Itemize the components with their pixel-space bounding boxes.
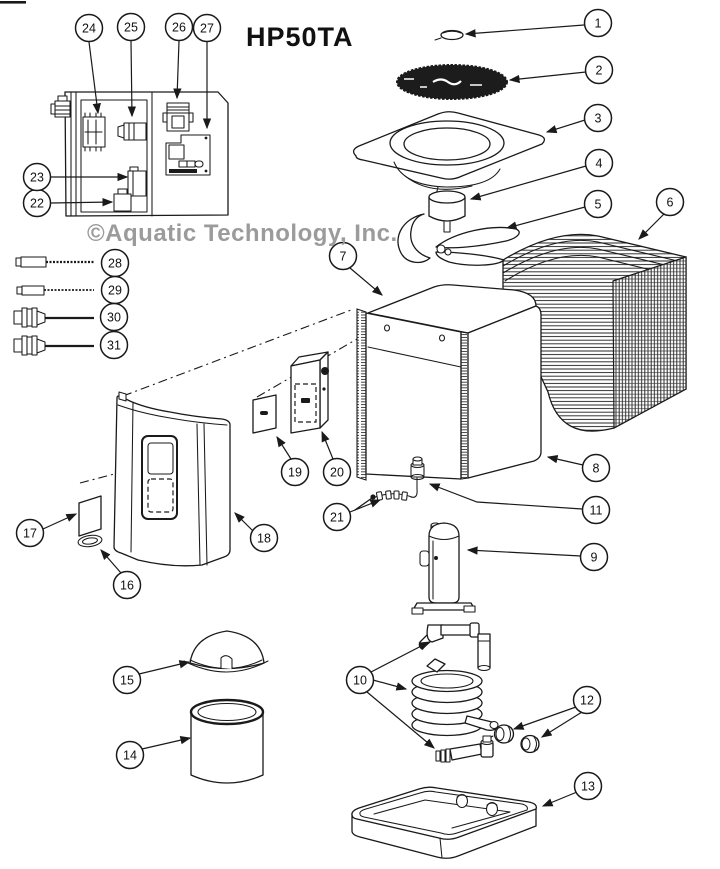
svg-text:14: 14 bbox=[123, 749, 137, 763]
svg-text:20: 20 bbox=[330, 466, 344, 480]
callout-28: 28 bbox=[100, 248, 130, 278]
svg-text:23: 23 bbox=[30, 171, 44, 185]
assembly-line-panel-to-cabinet bbox=[122, 309, 352, 397]
part-18-front-panel-drawing bbox=[113, 391, 231, 567]
callout-21: 21 bbox=[322, 502, 352, 532]
svg-text:18: 18 bbox=[257, 532, 271, 546]
model-title: HP50TA bbox=[246, 22, 354, 52]
svg-text:30: 30 bbox=[107, 311, 121, 325]
part-15-dome-cap-drawing bbox=[183, 630, 269, 673]
svg-text:27: 27 bbox=[200, 22, 214, 36]
svg-text:31: 31 bbox=[107, 339, 121, 353]
callout-14: 14 bbox=[115, 740, 145, 770]
callout-31: 31 bbox=[99, 330, 129, 360]
svg-text:13: 13 bbox=[581, 780, 595, 794]
part-20-control-box-drawing bbox=[290, 351, 329, 434]
svg-text:4: 4 bbox=[596, 157, 603, 171]
part-13-drain-pan-drawing bbox=[351, 786, 537, 859]
svg-text:25: 25 bbox=[124, 21, 138, 35]
callout-10: 10 bbox=[345, 665, 375, 695]
part-16-gasket-drawing bbox=[77, 534, 103, 548]
svg-text:10: 10 bbox=[353, 674, 367, 688]
svg-text:1: 1 bbox=[595, 17, 602, 31]
callout-27: 27 bbox=[192, 13, 222, 43]
callout-18: 18 bbox=[249, 523, 279, 553]
svg-text:22: 22 bbox=[30, 197, 44, 211]
svg-text:29: 29 bbox=[108, 284, 122, 298]
callout-22: 22 bbox=[22, 188, 52, 218]
part-14-canister-drawing bbox=[189, 698, 265, 784]
svg-text:9: 9 bbox=[591, 551, 598, 565]
callout-13: 13 bbox=[573, 771, 603, 801]
svg-text:24: 24 bbox=[82, 22, 96, 36]
svg-text:3: 3 bbox=[595, 112, 602, 126]
callout-17: 17 bbox=[15, 518, 45, 548]
callout-6: 6 bbox=[655, 187, 685, 217]
part-10-heat-exchanger-drawing bbox=[411, 622, 499, 763]
part-19-display-plate-drawing bbox=[252, 394, 277, 434]
part-12-union-fittings-drawing bbox=[493, 724, 540, 754]
callout-arrows bbox=[42, 24, 665, 807]
watermark-text: ©Aquatic Technology, Inc. bbox=[87, 220, 398, 247]
scan-artifact bbox=[0, 1, 26, 4]
callout-20: 20 bbox=[322, 457, 352, 487]
svg-text:8: 8 bbox=[593, 462, 600, 476]
svg-text:26: 26 bbox=[172, 21, 186, 35]
callout-3: 3 bbox=[583, 103, 613, 133]
callout-23: 23 bbox=[22, 162, 52, 192]
svg-text:6: 6 bbox=[667, 196, 674, 210]
svg-text:11: 11 bbox=[590, 504, 603, 518]
part-11-filter-drier-drawing bbox=[410, 456, 425, 490]
callout-7: 7 bbox=[328, 241, 358, 271]
temperature-sensors-drawing bbox=[13, 256, 94, 356]
electrical-panel-drawing bbox=[50, 91, 229, 217]
callout-11: 11 bbox=[581, 495, 611, 525]
svg-text:28: 28 bbox=[108, 257, 122, 271]
callout-26: 26 bbox=[164, 12, 194, 42]
callout-15: 15 bbox=[112, 665, 142, 695]
svg-text:17: 17 bbox=[23, 527, 37, 541]
callout-19: 19 bbox=[280, 457, 310, 487]
part-9-compressor-drawing bbox=[411, 522, 476, 615]
part-3-top-cover-drawing bbox=[352, 111, 546, 196]
callout-4: 4 bbox=[584, 148, 614, 178]
callout-9: 9 bbox=[579, 542, 609, 572]
part-21-wiring-harness-drawing bbox=[354, 488, 418, 511]
callout-29: 29 bbox=[100, 275, 130, 305]
callout-16: 16 bbox=[112, 570, 142, 600]
part-17-access-plate-drawing bbox=[78, 495, 102, 537]
callout-24: 24 bbox=[74, 13, 104, 43]
svg-text:19: 19 bbox=[288, 466, 302, 480]
svg-text:5: 5 bbox=[595, 198, 602, 212]
svg-text:7: 7 bbox=[340, 250, 347, 264]
callout-30: 30 bbox=[99, 302, 129, 332]
svg-text:16: 16 bbox=[120, 579, 134, 593]
svg-text:12: 12 bbox=[580, 694, 594, 708]
callout-1: 1 bbox=[583, 8, 613, 38]
callout-5: 5 bbox=[583, 189, 613, 219]
part-6-evaporator-coil-drawing bbox=[502, 233, 687, 432]
callout-12: 12 bbox=[572, 685, 602, 715]
svg-text:2: 2 bbox=[596, 64, 603, 78]
part-1-fan-nut-drawing bbox=[434, 29, 464, 41]
part-7-cabinet-drawing bbox=[356, 284, 542, 481]
part-2-fan-guard-drawing bbox=[396, 64, 508, 100]
callout-8: 8 bbox=[581, 453, 611, 483]
callout-2: 2 bbox=[584, 55, 614, 85]
part-5-fan-blade-drawing bbox=[397, 213, 520, 266]
callout-25: 25 bbox=[116, 12, 146, 42]
svg-text:15: 15 bbox=[120, 674, 134, 688]
part-4-fan-motor-drawing bbox=[428, 190, 466, 233]
svg-text:21: 21 bbox=[330, 511, 344, 525]
